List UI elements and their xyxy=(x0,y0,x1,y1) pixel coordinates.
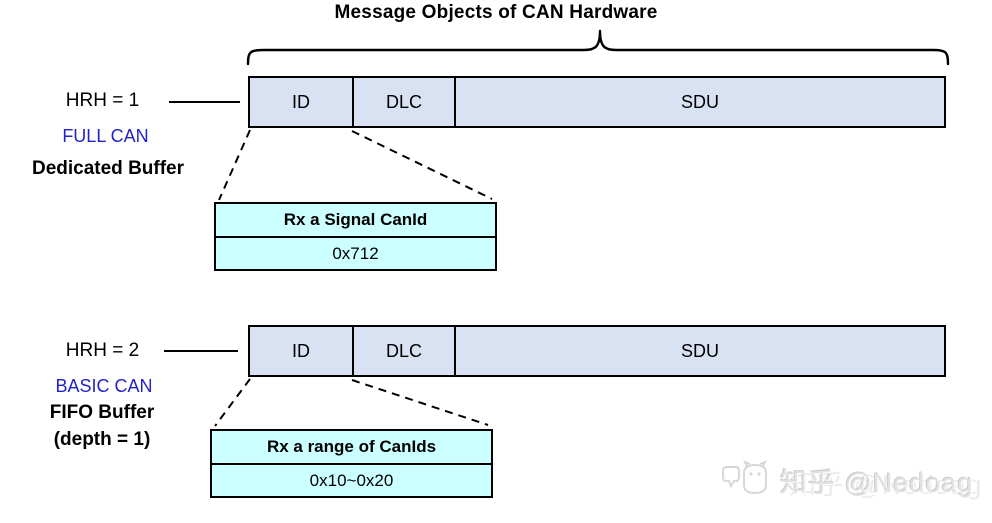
diagram-title: Message Objects of CAN Hardware xyxy=(334,2,658,23)
row2-connector-line xyxy=(164,350,238,352)
row1-connector-line xyxy=(169,101,240,103)
row1-type-label: FULL CAN xyxy=(62,126,149,146)
row2-buffer-label-line1: FIFO Buffer xyxy=(49,402,155,423)
row2-zoom-dash-left xyxy=(214,378,251,427)
row1-field-sdu: SDU xyxy=(454,78,944,126)
row2-type-label: BASIC CAN xyxy=(55,376,153,396)
row1-hrh-label: HRH = 1 xyxy=(65,90,140,111)
row1-callout-value: 0x712 xyxy=(332,243,379,263)
row1-zoom-dash-right xyxy=(351,130,493,200)
row2-field-id: ID xyxy=(292,340,310,361)
row1-buffer-label: Dedicated Buffer xyxy=(31,158,185,179)
row2-zoom-dash-right xyxy=(351,379,489,426)
row1-field-id: ID xyxy=(292,91,310,112)
row2-callout: Rx a range of CanIds 0x10~0x20 xyxy=(210,429,493,498)
watermark-text: 知乎 @Nedoag xyxy=(780,467,974,498)
row2-callout-value: 0x10~0x20 xyxy=(309,470,394,490)
row1-callout-header: Rx a Signal CanId xyxy=(216,204,495,238)
row1-field-dlc: DLC xyxy=(352,78,454,126)
top-brace xyxy=(246,29,950,66)
watermark: 知乎 @Nedoag xyxy=(722,452,988,508)
row1-message-object: ID DLC SDU xyxy=(248,76,946,128)
row2-callout-header: Rx a range of CanIds xyxy=(212,431,491,465)
zhihu-mascot-icon xyxy=(722,457,774,504)
row1-callout: Rx a Signal CanId 0x712 xyxy=(214,202,497,271)
row2-message-object: ID DLC SDU xyxy=(248,325,946,377)
row2-hrh-label: HRH = 2 xyxy=(65,340,140,361)
row2-field-dlc: DLC xyxy=(352,327,454,375)
row2-buffer-label-line2: (depth = 1) xyxy=(53,429,151,450)
row2-field-sdu: SDU xyxy=(454,327,944,375)
row1-zoom-dash-left xyxy=(218,129,251,201)
